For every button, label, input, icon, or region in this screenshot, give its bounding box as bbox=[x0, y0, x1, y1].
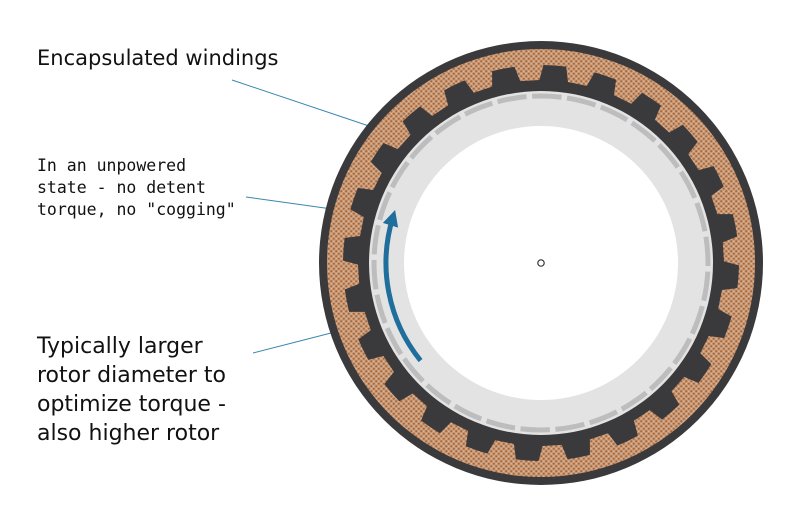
magnet-segment bbox=[463, 100, 494, 117]
magnet-segment bbox=[701, 271, 711, 302]
magnet-segment bbox=[566, 95, 597, 108]
magnet-segment bbox=[555, 421, 586, 432]
magnet-segment bbox=[402, 357, 425, 383]
rotation-arrow bbox=[382, 210, 423, 363]
magnet-segment bbox=[531, 93, 562, 100]
leader-line-windings bbox=[231, 79, 373, 128]
magnet-segment bbox=[425, 383, 452, 406]
magnet-segment bbox=[389, 160, 410, 189]
magnet-segment bbox=[588, 409, 619, 426]
magnet-segment bbox=[496, 94, 527, 105]
magnet-segment bbox=[453, 403, 483, 422]
magnet-segment bbox=[371, 259, 379, 290]
magnet-segment bbox=[485, 418, 516, 431]
magnet-segment bbox=[384, 327, 404, 356]
magnet-segment bbox=[371, 224, 381, 255]
magnet-segment bbox=[599, 104, 629, 123]
magnet-segment bbox=[648, 366, 673, 392]
center-axis-marker bbox=[537, 259, 545, 267]
leader-line-cogging bbox=[245, 196, 333, 210]
magnet-segment bbox=[434, 114, 462, 136]
magnet-segment bbox=[520, 426, 551, 433]
magnet-segment bbox=[690, 305, 705, 335]
magnet-segment bbox=[409, 134, 434, 160]
magnet-segment bbox=[703, 236, 711, 267]
label-encapsulated-windings: Encapsulated windings bbox=[37, 46, 279, 70]
label-rotor-diameter: Typically larger rotor diameter to optim… bbox=[37, 334, 226, 446]
magnet-segment bbox=[620, 390, 648, 412]
magnet-segment bbox=[672, 337, 693, 366]
magnet-segments bbox=[371, 93, 711, 433]
magnet-segment bbox=[377, 191, 392, 221]
magnet-segment bbox=[694, 202, 708, 232]
label-unpowered-state: In an unpowered state - no detent torque… bbox=[37, 156, 236, 219]
magnet-segment bbox=[678, 170, 698, 199]
magnet-segment bbox=[374, 294, 388, 324]
magnet-segment bbox=[657, 143, 680, 169]
magnet-segment bbox=[630, 120, 657, 143]
